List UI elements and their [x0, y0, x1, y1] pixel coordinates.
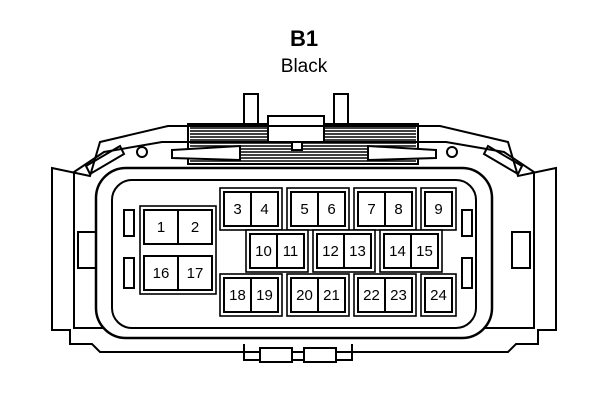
pin-label: 20: [296, 287, 313, 304]
pin-label: 12: [322, 243, 339, 260]
pin-cavity: [424, 191, 453, 227]
pin-cavity: [357, 191, 386, 227]
pin-cavity: [250, 277, 279, 313]
corner-slot-right: [482, 144, 524, 176]
key-right-bottom: [461, 257, 473, 289]
pin-20: 20: [290, 277, 319, 313]
pin-label: 6: [327, 201, 335, 218]
pin-label: 22: [363, 287, 380, 304]
key-left-bottom: [123, 257, 135, 289]
pin-14: 14: [383, 233, 412, 269]
pin-4: 4: [250, 191, 279, 227]
connector-color: Black: [280, 56, 328, 77]
pin-5: 5: [290, 191, 319, 227]
pin-1: 1: [143, 209, 179, 245]
pin-label: 9: [434, 201, 442, 218]
pin-label: 16: [153, 265, 170, 282]
pin-cavity: [223, 277, 252, 313]
pin-label: 23: [390, 287, 407, 304]
pin-cavity: [317, 191, 346, 227]
outer-shell: [51, 125, 557, 353]
bottom-slot-left: [259, 347, 293, 363]
pin-cavity: [290, 191, 319, 227]
pin-cavity: [343, 233, 372, 269]
pin-label: 17: [187, 265, 204, 282]
pin-cavity: [177, 209, 213, 245]
key-right-top: [461, 209, 473, 237]
pin-15: 15: [410, 233, 439, 269]
pin-cavity: [276, 233, 305, 269]
pin-cavity: [250, 191, 279, 227]
pin-13: 13: [343, 233, 372, 269]
latch-arm-left: [171, 144, 241, 162]
pin-label: 13: [349, 243, 366, 260]
pin-label: 5: [300, 201, 308, 218]
pin-21: 21: [317, 277, 346, 313]
pin-22: 22: [357, 277, 386, 313]
pin-label: 14: [389, 243, 406, 260]
pin-label: 3: [233, 201, 241, 218]
pin-19: 19: [250, 277, 279, 313]
pin-3: 3: [223, 191, 252, 227]
pin-16: 16: [143, 255, 179, 291]
pin-cavity: [383, 233, 412, 269]
pin-cavity: [424, 277, 453, 313]
pin-label: 11: [283, 243, 299, 260]
corner-hole-left: [136, 146, 148, 158]
pin-cavity: [143, 209, 179, 245]
bottom-slot-right: [303, 347, 337, 363]
latch-window: [267, 115, 325, 143]
pin-label: 10: [255, 243, 272, 260]
latch-tab: [291, 141, 303, 151]
pin-label: 18: [229, 287, 246, 304]
key-left-top: [123, 209, 135, 237]
pin-label: 19: [256, 287, 273, 304]
corner-slot-left: [84, 144, 126, 176]
pin-9: 9: [424, 191, 453, 227]
pin-cavity: [316, 233, 345, 269]
pin-cavity: [410, 233, 439, 269]
pin-17: 17: [177, 255, 213, 291]
pin-label: 21: [323, 287, 340, 304]
latch-post-right: [333, 93, 349, 124]
pin-label: 4: [260, 201, 268, 218]
side-lug-right: [511, 231, 531, 269]
pin-23: 23: [384, 277, 413, 313]
pin-10: 10: [249, 233, 278, 269]
pin-label: 7: [367, 201, 375, 218]
pin-cavity: [177, 255, 213, 291]
pin-cavity: [384, 191, 413, 227]
pin-label: 8: [394, 201, 402, 218]
pin-6: 6: [317, 191, 346, 227]
side-lug-left: [77, 231, 97, 269]
pin-2: 2: [177, 209, 213, 245]
latch-post-left: [243, 93, 259, 124]
pin-24: 24: [424, 277, 453, 313]
pin-label: 24: [430, 287, 447, 304]
pin-7: 7: [357, 191, 386, 227]
corner-hole-right: [446, 146, 458, 158]
pin-label: 1: [157, 219, 165, 236]
latch-arm-right: [367, 144, 437, 162]
pin-cavity: [317, 277, 346, 313]
pin-12: 12: [316, 233, 345, 269]
pin-label: 15: [416, 243, 433, 260]
pin-label: 2: [191, 219, 199, 236]
pin-11: 11: [276, 233, 305, 269]
pin-18: 18: [223, 277, 252, 313]
connector-name: B1: [289, 26, 319, 51]
pin-8: 8: [384, 191, 413, 227]
bottom-tab: [243, 344, 353, 361]
pin-cavity: [384, 277, 413, 313]
